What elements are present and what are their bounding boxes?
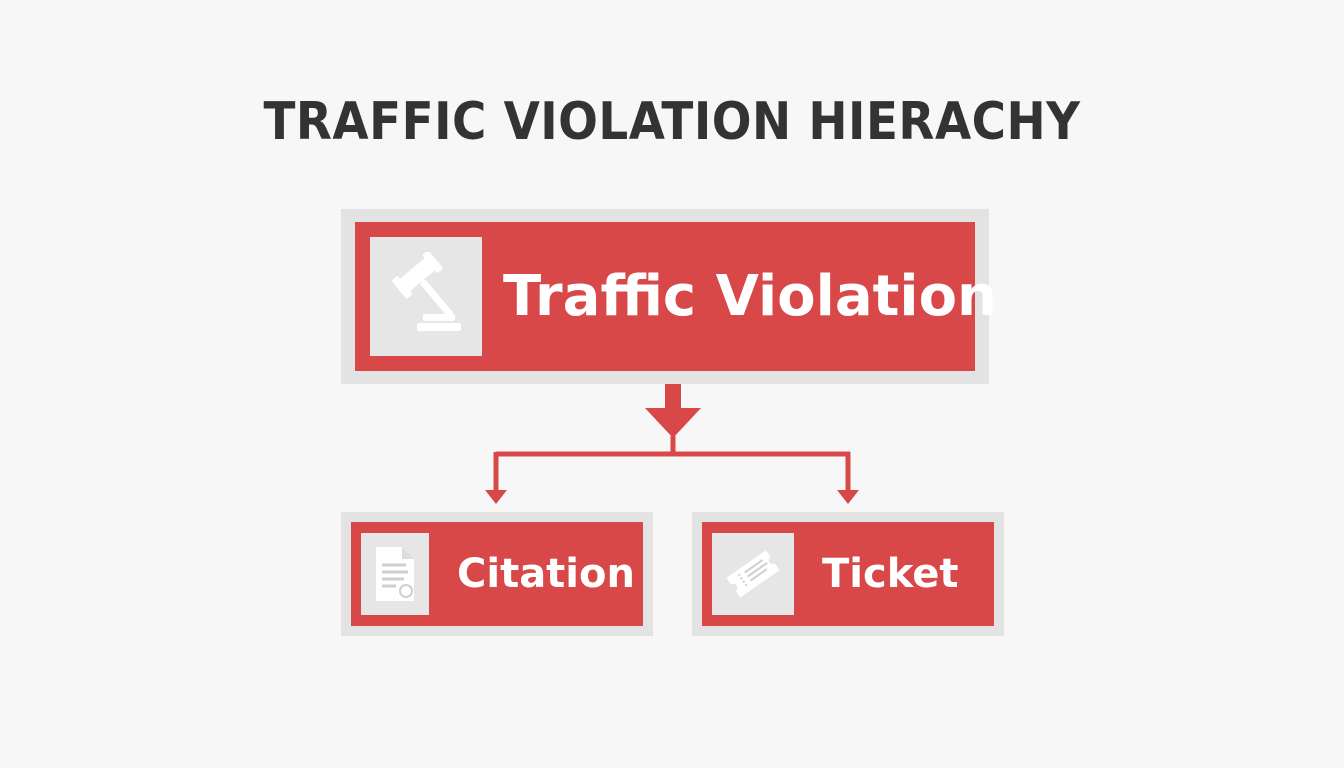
ticket-icon [712,533,794,615]
gavel-icon [370,237,482,356]
node-traffic-violation: Traffic Violation [341,209,997,384]
node-citation: Citation [341,512,653,636]
branch-connector [493,436,851,492]
node-ticket-body: Ticket [702,522,994,626]
diagram-title: TRAFFIC VIOLATION HIERACHY [263,92,1081,152]
node-ticket: Ticket [692,512,1004,636]
root-down-arrow [645,384,701,438]
node-ticket-label: Ticket [822,551,959,597]
node-traffic-violation-body: Traffic Violation [355,222,997,371]
ticket-arrowhead [837,490,859,504]
node-citation-body: Citation [351,522,643,626]
node-traffic-violation-label: Traffic Violation [503,264,997,329]
node-citation-label: Citation [457,551,635,597]
document-icon [361,533,429,615]
citation-arrowhead [485,490,507,504]
